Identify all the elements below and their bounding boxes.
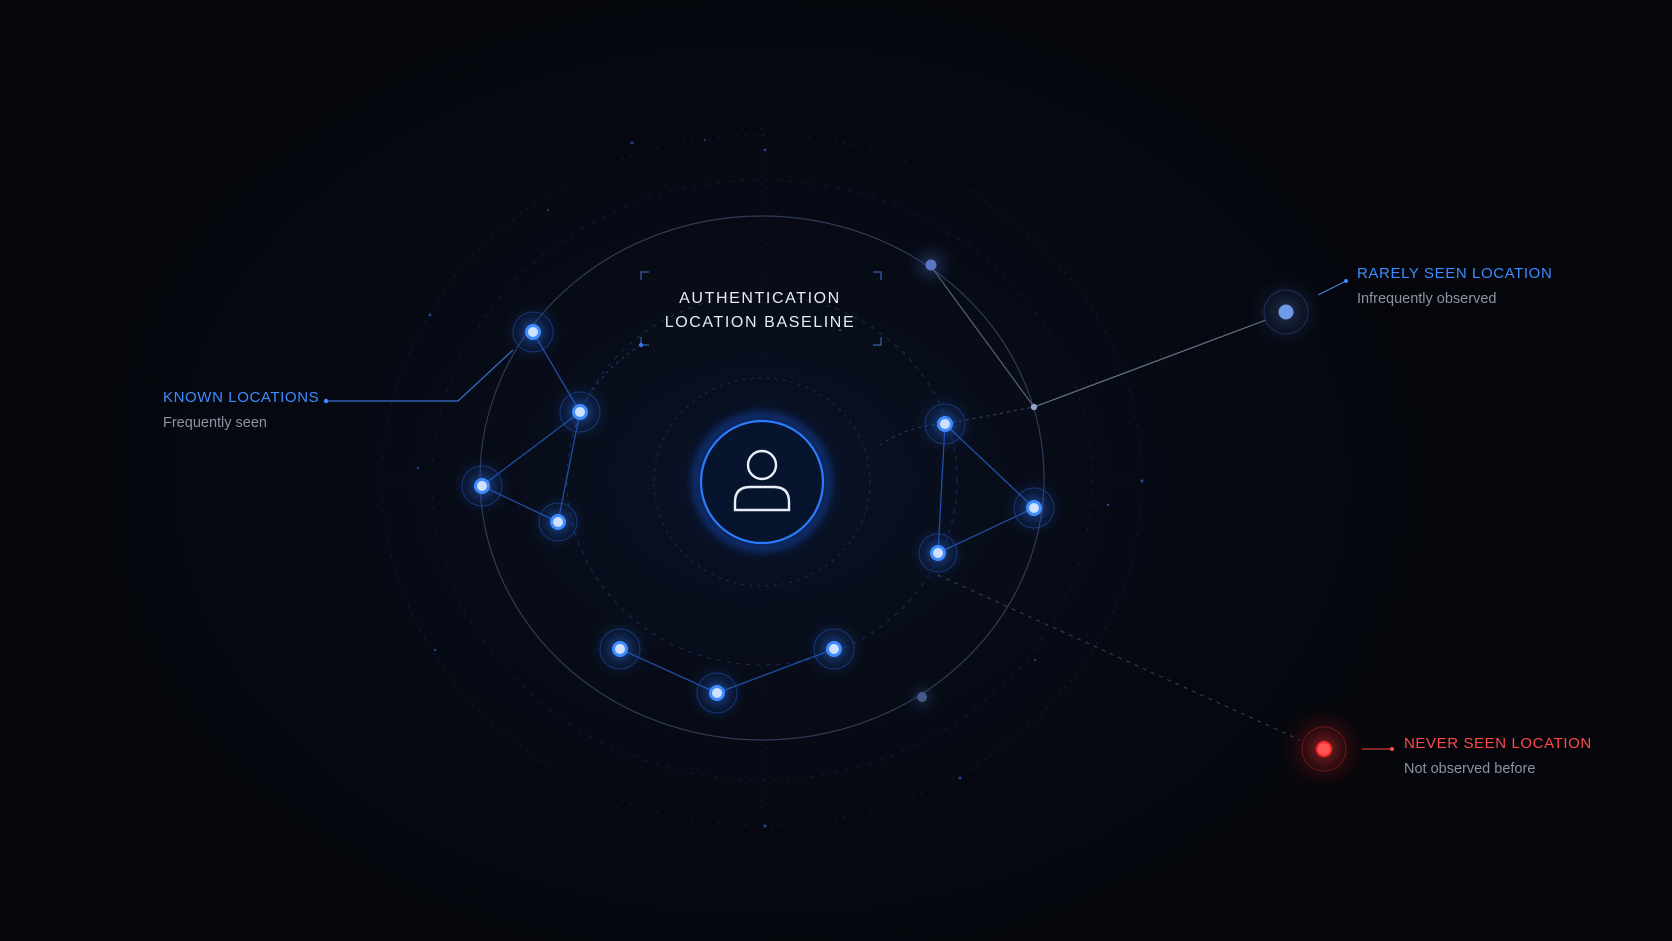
location-node: [1002, 476, 1066, 540]
location-node: [588, 617, 652, 681]
known-locations-subtitle: Frequently seen: [163, 415, 267, 431]
dim-node: [902, 677, 942, 717]
location-node: [548, 380, 612, 444]
rare-location-subtitle: Infrequently observed: [1357, 291, 1497, 307]
inner-dashed-arc: [579, 344, 642, 413]
dim-location-nodes: [902, 239, 957, 717]
rare-location-node: [1246, 272, 1326, 352]
star-specks: [416, 139, 1144, 828]
dim-node: [905, 239, 957, 291]
title-line-2: LOCATION BASELINE: [664, 314, 856, 331]
center-node: [657, 377, 867, 587]
never-location-subtitle: Not observed before: [1404, 761, 1536, 777]
never-location-title: NEVER SEEN LOCATION: [1404, 735, 1592, 752]
known-locations-title: KNOWN LOCATIONS: [163, 389, 320, 406]
location-node: [908, 523, 968, 583]
user-icon: [733, 449, 791, 512]
location-node: [501, 300, 565, 364]
rare-location-title: RARELY SEEN LOCATION: [1357, 265, 1553, 282]
rare-location-callout: RARELY SEEN LOCATION Infrequently observ…: [1357, 266, 1552, 307]
diagram-title: AUTHENTICATION LOCATION BASELINE: [642, 287, 878, 335]
location-node: [913, 392, 977, 456]
never-location-callout: NEVER SEEN LOCATION Not observed before: [1404, 736, 1592, 777]
location-node: [450, 454, 514, 518]
never-location-node: [1278, 703, 1370, 795]
known-locations-callout: KNOWN LOCATIONS Frequently seen: [163, 390, 319, 431]
known-location-nodes: [450, 300, 1066, 725]
title-line-1: AUTHENTICATION: [679, 290, 841, 307]
location-node: [685, 661, 749, 725]
location-node: [802, 617, 866, 681]
location-node: [528, 492, 588, 552]
known-leader: [323, 349, 514, 404]
